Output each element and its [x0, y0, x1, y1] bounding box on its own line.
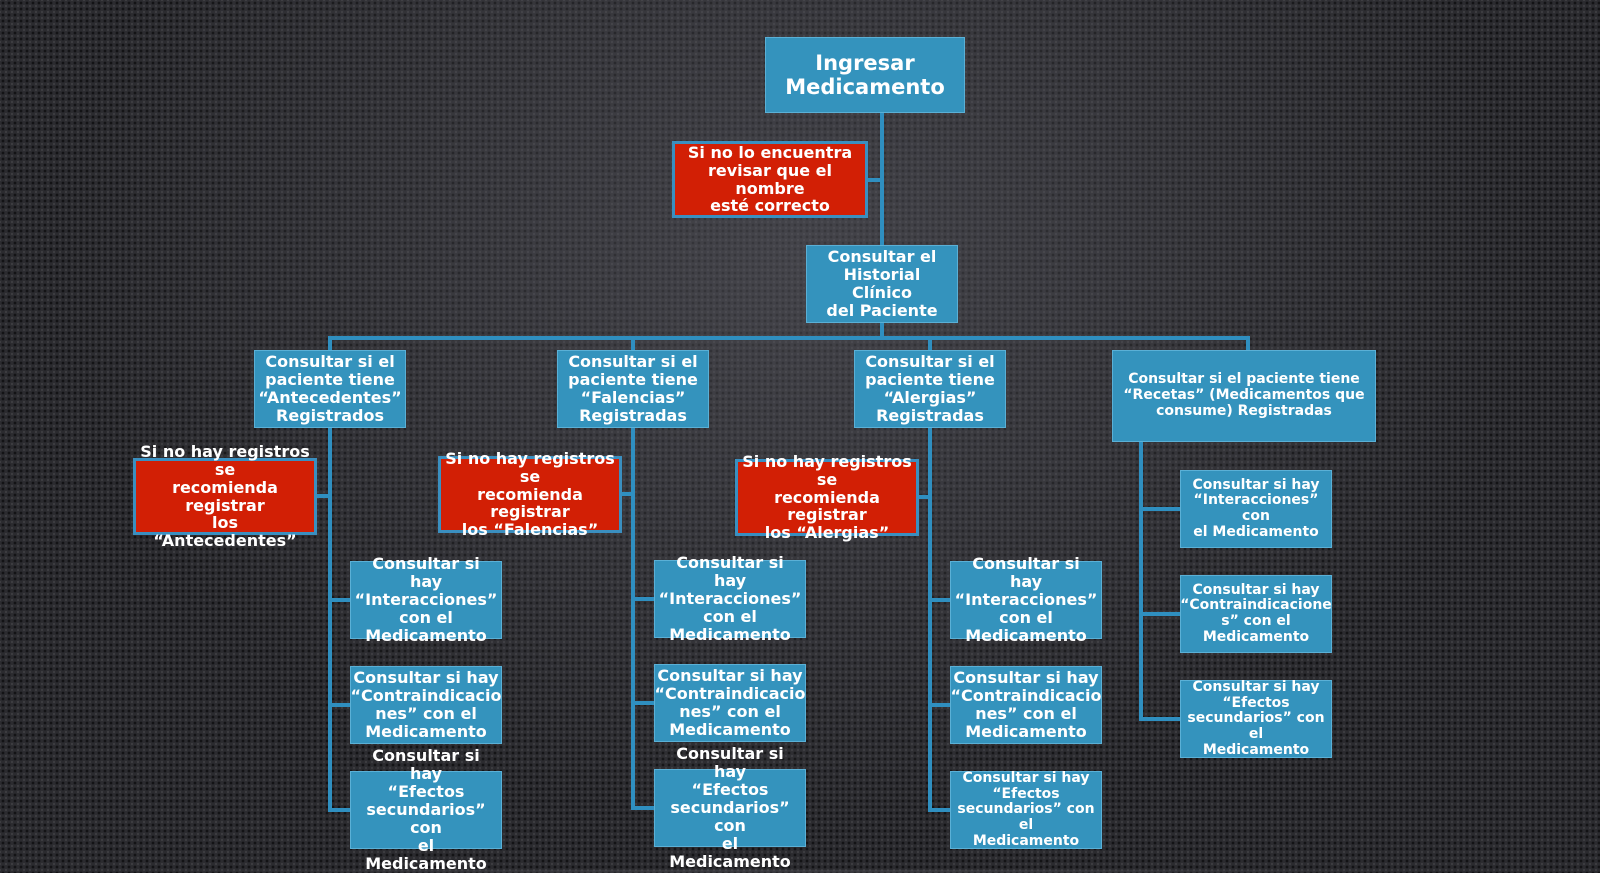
check-interacciones-antecedentes: Consultar si hay “Interacciones” con el … [350, 555, 502, 644]
check-contraindicaciones-alergias: Consultar si hay “Contraindicacio nes” c… [950, 666, 1102, 744]
warning-alergias: Si no hay registros se recomienda regist… [735, 452, 919, 542]
node-recetas: Consultar si el paciente tiene “Recetas”… [1112, 350, 1376, 442]
check-interacciones-recetas: Consultar si hay “Interacciones” con el … [1180, 470, 1332, 548]
check-interacciones-alergias: Consultar si hay “Interacciones” con el … [950, 555, 1102, 644]
check-contraindicaciones-antecedentes: Consultar si hay “Contraindicacio nes” c… [350, 666, 502, 744]
node-historial-clinico: Consultar el Historial Clínico del Pacie… [806, 245, 958, 323]
check-efectos-alergias: Consultar si hay “Efectos secundarios” c… [950, 770, 1102, 849]
node-antecedentes: Consultar si el paciente tiene “Antecede… [254, 350, 406, 428]
check-efectos-recetas: Consultar si hay “Efectos secundarios” c… [1180, 679, 1332, 758]
node-alergias: Consultar si el paciente tiene “Alergias… [854, 350, 1006, 428]
check-interacciones-falencias: Consultar si hay “Interacciones” con el … [654, 554, 806, 643]
node-falencias: Consultar si el paciente tiene “Falencia… [557, 350, 709, 428]
root-node-ingresar-medicamento: Ingresar Medicamento [765, 37, 965, 113]
check-contraindicaciones-falencias: Consultar si hay “Contraindicacio nes” c… [654, 664, 806, 742]
note-check-name: Si no lo encuentra revisar que el nombre… [672, 141, 868, 218]
check-contraindicaciones-recetas: Consultar si hay “Contraindicacione s” c… [1180, 575, 1332, 653]
warning-antecedentes: Si no hay registros se recomienda regist… [133, 442, 317, 550]
check-efectos-falencias: Consultar si hay “Efectos secundarios” c… [654, 745, 806, 870]
check-efectos-antecedentes: Consultar si hay “Efectos secundarios” c… [350, 747, 502, 872]
warning-falencias: Si no hay registros se recomienda regist… [438, 449, 622, 539]
